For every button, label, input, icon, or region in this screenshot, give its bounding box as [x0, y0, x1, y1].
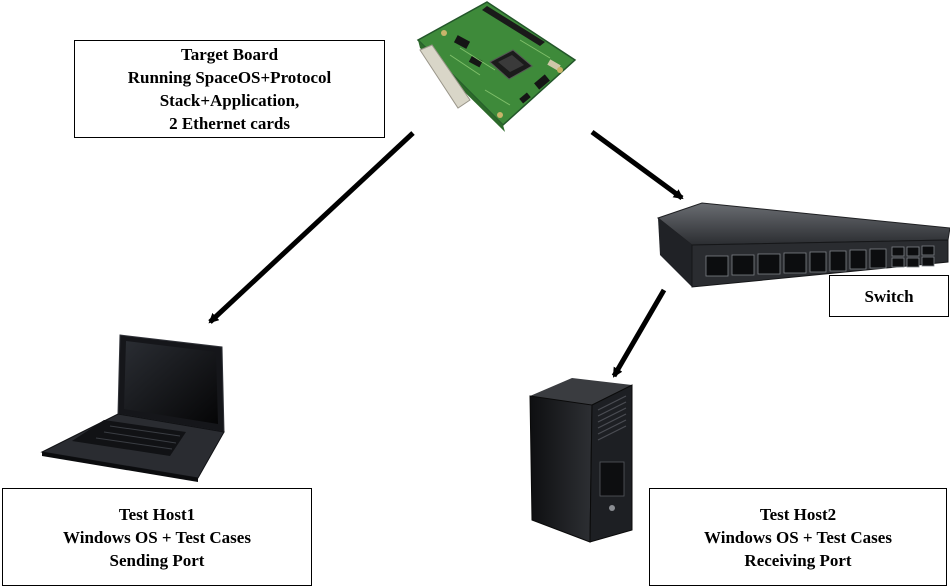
test-host1-line-3: Sending Port: [109, 550, 205, 570]
test-host2-title: Test Host2: [759, 504, 837, 524]
arrow-board-to-switch: [590, 129, 684, 201]
test-host2-line-2: Windows OS + Test Cases: [704, 527, 892, 547]
tower-server-icon: [529, 378, 633, 543]
arrow-switch-to-host2: [611, 288, 667, 378]
target-board-line-2: Running SpaceOS+Protocol: [127, 68, 332, 87]
arrow-board-to-host1: [208, 131, 415, 324]
switch-title: Switch: [864, 286, 914, 306]
switch-label: Switch: [829, 275, 949, 317]
test-host2-line-3: Receiving Port: [744, 550, 852, 570]
test-host1-title: Test Host1: [118, 504, 196, 524]
test-host1-label: Test Host1 Windows OS + Test Cases Sendi…: [2, 488, 312, 586]
test-host2-label: Test Host2 Windows OS + Test Cases Recei…: [649, 488, 947, 586]
test-host1-line-2: Windows OS + Test Cases: [63, 527, 251, 547]
arrows: [208, 129, 684, 378]
circuit-board-icon: [416, 1, 577, 132]
target-board-title: Target Board: [180, 45, 279, 64]
target-board-line-4: 2 Ethernet cards: [169, 114, 290, 133]
laptop-icon: [40, 334, 225, 482]
target-board-label: Target Board Running SpaceOS+Protocol St…: [74, 40, 385, 138]
network-switch-icon: [656, 202, 950, 288]
target-board-line-3: Stack+Application,: [159, 91, 300, 110]
